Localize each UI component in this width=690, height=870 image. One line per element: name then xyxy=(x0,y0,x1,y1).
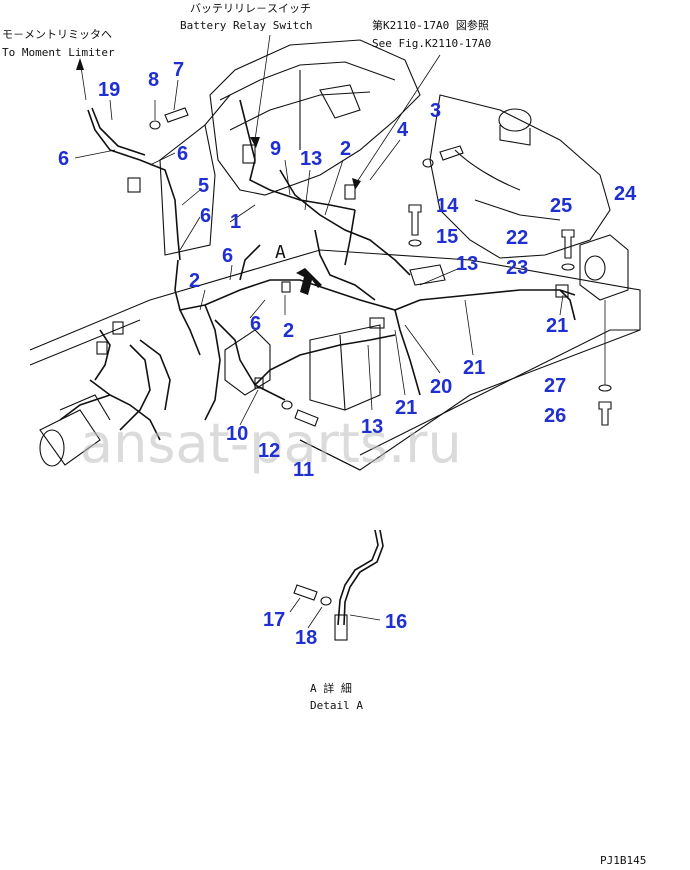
callout-20[interactable]: 20 xyxy=(430,376,452,398)
callout-27[interactable]: 27 xyxy=(544,375,566,397)
callout-14[interactable]: 14 xyxy=(436,195,459,217)
callout-6[interactable]: 6 xyxy=(250,313,261,335)
see-fig-jp-label: 第K2110-17A0 図参照 xyxy=(372,18,489,32)
callout-10[interactable]: 10 xyxy=(226,423,248,445)
callout-4[interactable]: 4 xyxy=(397,119,409,141)
callout-23[interactable]: 23 xyxy=(506,257,528,279)
moment-limiter-jp-label: モ－メントリミッタヘ xyxy=(2,28,112,41)
callout-21[interactable]: 21 xyxy=(546,315,568,337)
callout-2[interactable]: 2 xyxy=(340,138,351,160)
callout-leaders xyxy=(74,79,564,426)
part-callouts: 19 8 7 6 6 5 6 1 9 13 2 4 3 14 15 22 23 … xyxy=(58,59,637,649)
drawing-code: PJ1B145 xyxy=(600,854,646,867)
callout-2[interactable]: 2 xyxy=(189,270,200,292)
callout-22[interactable]: 22 xyxy=(506,227,528,249)
callout-5[interactable]: 5 xyxy=(198,175,209,197)
reference-leaders xyxy=(76,34,441,190)
callout-25[interactable]: 25 xyxy=(550,195,572,217)
callout-21[interactable]: 21 xyxy=(395,397,417,419)
callout-1[interactable]: 1 xyxy=(230,211,241,233)
battery-relay-en-label: Battery Relay Switch xyxy=(180,19,312,32)
see-fig-en-label: See Fig.K2110-17A0 xyxy=(372,37,491,50)
detail-a-en-caption: Detail A xyxy=(310,699,363,712)
callout-9[interactable]: 9 xyxy=(270,138,281,160)
moment-limiter-en-label: To Moment Limiter xyxy=(2,46,115,59)
callout-11[interactable]: 11 xyxy=(293,459,314,481)
callout-8[interactable]: 8 xyxy=(148,69,159,91)
watermark: ansat-parts.ru xyxy=(80,412,462,475)
callout-16[interactable]: 16 xyxy=(385,611,407,633)
callout-7[interactable]: 7 xyxy=(173,59,184,81)
detail-a-marker: A xyxy=(275,242,286,263)
callout-3[interactable]: 3 xyxy=(430,100,441,122)
detail-a-drawing xyxy=(289,529,384,641)
machine-body-outline xyxy=(29,39,641,471)
callout-13[interactable]: 13 xyxy=(300,148,322,170)
callout-26[interactable]: 26 xyxy=(544,405,566,427)
hardware-parts xyxy=(149,107,629,427)
callout-6[interactable]: 6 xyxy=(58,148,69,170)
view-direction-arrow xyxy=(296,268,322,295)
callout-6[interactable]: 6 xyxy=(222,245,233,267)
callout-21[interactable]: 21 xyxy=(463,357,485,379)
callout-2[interactable]: 2 xyxy=(283,320,294,342)
callout-6[interactable]: 6 xyxy=(177,143,188,165)
callout-19[interactable]: 19 xyxy=(98,79,120,101)
battery-relay-jp-label: バッテリリレ－スイッチ xyxy=(190,2,311,15)
callout-17[interactable]: 17 xyxy=(263,609,285,631)
callout-6[interactable]: 6 xyxy=(200,205,211,227)
callout-15[interactable]: 15 xyxy=(436,226,458,248)
callout-24[interactable]: 24 xyxy=(614,183,637,205)
callout-13[interactable]: 13 xyxy=(456,253,478,275)
wiring-harness xyxy=(59,99,576,441)
callout-18[interactable]: 18 xyxy=(295,627,317,649)
callout-12[interactable]: 12 xyxy=(258,440,280,462)
callout-13[interactable]: 13 xyxy=(361,416,383,438)
detail-a-jp-caption: A 詳 細 xyxy=(310,681,352,695)
